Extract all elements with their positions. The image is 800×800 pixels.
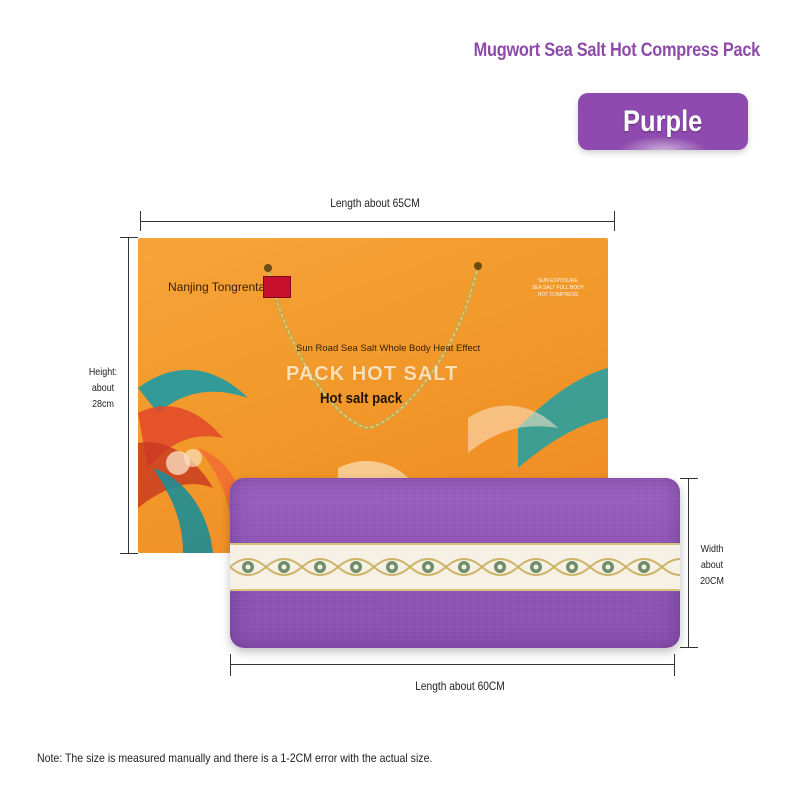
box-small-text: SUN EXPOSURE SEA SALT FULL BODY HOT COMP… (531, 278, 585, 298)
box-height-tick-bottom (120, 553, 138, 554)
pack-length-line (230, 664, 675, 665)
salt-pack (230, 478, 680, 648)
box-length-label: Length about 65CM (330, 196, 420, 210)
product-title: Mugwort Sea Salt Hot Compress Pack (473, 40, 761, 61)
color-option-label: Purple (623, 104, 703, 138)
pack-width-tick-bottom (680, 647, 698, 648)
pack-width-line (688, 478, 689, 648)
box-height-label: Height: about 28cm (88, 366, 118, 410)
box-length-line (140, 221, 615, 222)
box-product-name: Hot salt pack (320, 390, 403, 407)
pack-length-tick-right (674, 654, 675, 676)
measurement-note: Note: The size is measured manually and … (37, 751, 433, 765)
box-height-tick-top (120, 237, 138, 238)
box-brand: Nanjing Tongrentang (168, 280, 279, 294)
pack-ribbon (230, 543, 680, 591)
box-length-tick-left (140, 211, 141, 231)
pack-width-label: Width about 20CM (700, 543, 724, 587)
box-height-line (128, 237, 129, 554)
pack-width-tick-top (680, 478, 698, 479)
color-option-badge[interactable]: Purple (578, 93, 748, 150)
box-subtitle: Sun Road Sea Salt Whole Body Heat Effect (296, 343, 481, 354)
ribbon-pattern (230, 558, 680, 576)
box-length-tick-right (614, 211, 615, 231)
pack-length-tick-left (230, 654, 231, 676)
brand-seal-icon (263, 276, 291, 298)
box-big-text: PACK HOT SALT (286, 363, 459, 385)
pack-length-label: Length about 60CM (415, 679, 505, 693)
